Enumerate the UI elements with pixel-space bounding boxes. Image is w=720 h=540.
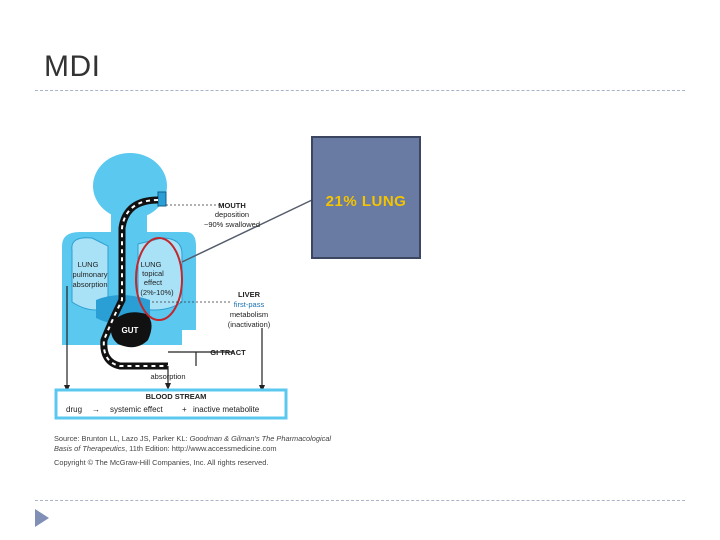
inhaler-icon [157, 191, 167, 207]
source-edition: , 11th Edition: http://www.accessmedicin… [125, 444, 277, 453]
next-slide-arrow-icon[interactable] [34, 508, 50, 528]
source-line-1: Source: Brunton LL, Lazo JS, Parker KL: … [54, 434, 331, 443]
lung-highlight-circle [135, 237, 183, 321]
gut-label: GUT [122, 326, 139, 335]
callout-text: 21% LUNG [325, 193, 407, 210]
blood-metabolite: inactive metabolite [193, 405, 260, 414]
gi-tract-label: GI TRACT [210, 348, 246, 357]
top-divider [35, 90, 685, 91]
lung-topical-2: topical [142, 269, 164, 278]
lung-pulmonary-3: absorption [72, 280, 107, 289]
liver-heading: LIVER [238, 290, 261, 299]
blood-stream-heading: BLOOD STREAM [146, 392, 207, 401]
liver-line-3: (inactivation) [228, 320, 271, 329]
source-book-title-2: Basis of Therapeutics [54, 444, 126, 453]
lung-topical-3: effect [144, 278, 163, 287]
source-authors: Source: Brunton LL, Lazo JS, Parker KL: [54, 434, 190, 443]
absorption-arrow-icon [165, 383, 171, 390]
mouth-line-2: ~90% swallowed [204, 220, 260, 229]
callout-pointer [181, 199, 313, 263]
lung-percentage-callout: 21% LUNG [311, 136, 421, 259]
mouth-heading: MOUTH [218, 201, 246, 210]
blood-stream-box [54, 388, 288, 420]
gut [110, 312, 152, 348]
absorption-label: absorption [150, 372, 185, 381]
lung-topical-1: LUNG [141, 260, 162, 269]
copyright-line: Copyright © The McGraw-Hill Companies, I… [54, 458, 269, 467]
lung-pulmonary-2: pulmonary [72, 270, 107, 279]
liver-line-1: first-pass [234, 300, 265, 309]
airway-tract-dashes [102, 199, 168, 367]
blood-plus: + [182, 405, 187, 414]
slide-title: MDI [44, 50, 101, 83]
bottom-divider [35, 500, 685, 501]
source-line-2: Basis of Therapeutics, 11th Edition: htt… [54, 444, 277, 453]
lung-topical-4: (2%-10%) [140, 288, 174, 297]
blood-drug: drug [66, 405, 82, 414]
lung-pulmonary-1: LUNG [78, 260, 99, 269]
mouth-line-1: deposition [215, 210, 249, 219]
blood-systemic: systemic effect [110, 405, 164, 414]
liver-line-2: metabolism [230, 310, 268, 319]
lungs [71, 237, 183, 311]
blood-arrow-icon: → [92, 405, 100, 414]
source-book-title: Goodman & Gilman's The Pharmacological [189, 434, 332, 443]
